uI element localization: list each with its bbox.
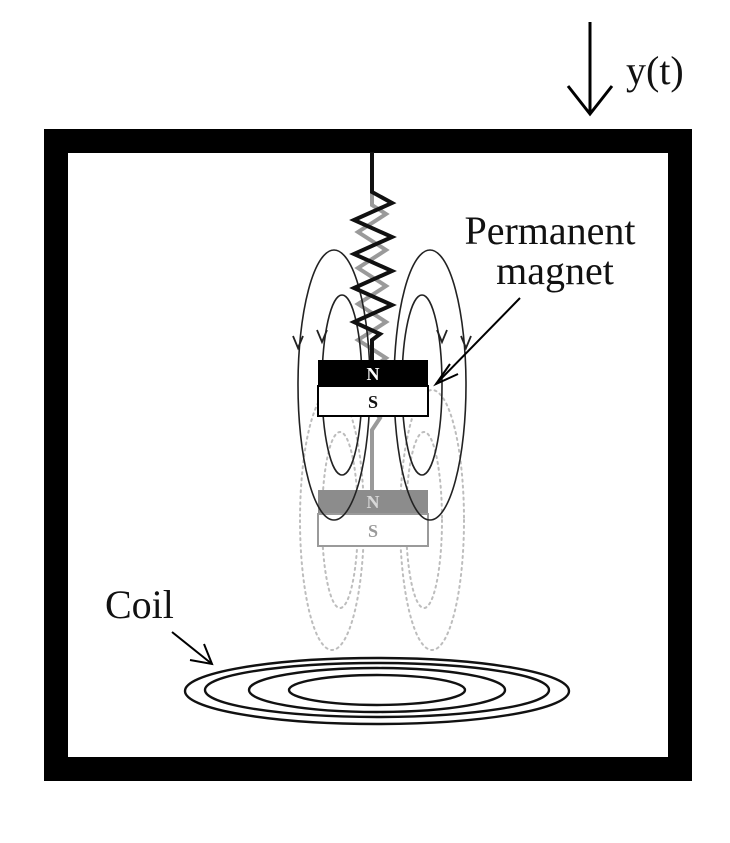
magnet-lower-ghost: N S xyxy=(317,490,429,547)
coil-loop-inner xyxy=(287,673,467,707)
magnet-upper-north-pole xyxy=(318,360,428,386)
coil-loop-3 xyxy=(247,666,507,714)
coil-loop-2 xyxy=(203,661,551,719)
magnet-lower-north-label: N xyxy=(367,492,380,512)
magnet-lower-north-pole xyxy=(318,490,428,514)
magnet-lower-south-label: S xyxy=(368,521,378,541)
displacement-arrow xyxy=(566,22,614,117)
magnet-upper: N S xyxy=(317,360,429,417)
magnet-upper-south-pole xyxy=(317,385,429,417)
field-arrow-icon xyxy=(436,329,448,345)
magnet-pointer-arrowhead xyxy=(433,363,459,387)
displacement-arrow-head xyxy=(566,85,614,117)
coil xyxy=(183,656,571,726)
field-arrow-icon xyxy=(460,335,472,351)
magnet-pointer xyxy=(433,297,521,387)
coil-pointer xyxy=(171,631,214,666)
magnet-label-line-1: Permanent xyxy=(464,208,635,253)
coil-loop-outer xyxy=(183,656,571,726)
field-arrow-icon xyxy=(292,335,304,351)
magnet-upper-north-label: N xyxy=(367,364,380,384)
magnet-label: Permanent magnet xyxy=(464,208,645,293)
magnet-label-line-2: magnet xyxy=(496,248,614,293)
spring xyxy=(349,152,397,360)
magnet-upper-south-label: S xyxy=(368,392,378,412)
field-arrow-icon xyxy=(316,329,328,345)
magnet-pointer-line xyxy=(435,297,521,385)
displacement-label: y(t) xyxy=(626,48,684,93)
ghost-field-line-right-inner xyxy=(405,431,443,609)
coil-pointer-line xyxy=(171,631,213,665)
coil-label: Coil xyxy=(105,582,174,627)
coil-pointer-arrowhead xyxy=(189,643,214,666)
enclosure-frame xyxy=(44,129,692,781)
